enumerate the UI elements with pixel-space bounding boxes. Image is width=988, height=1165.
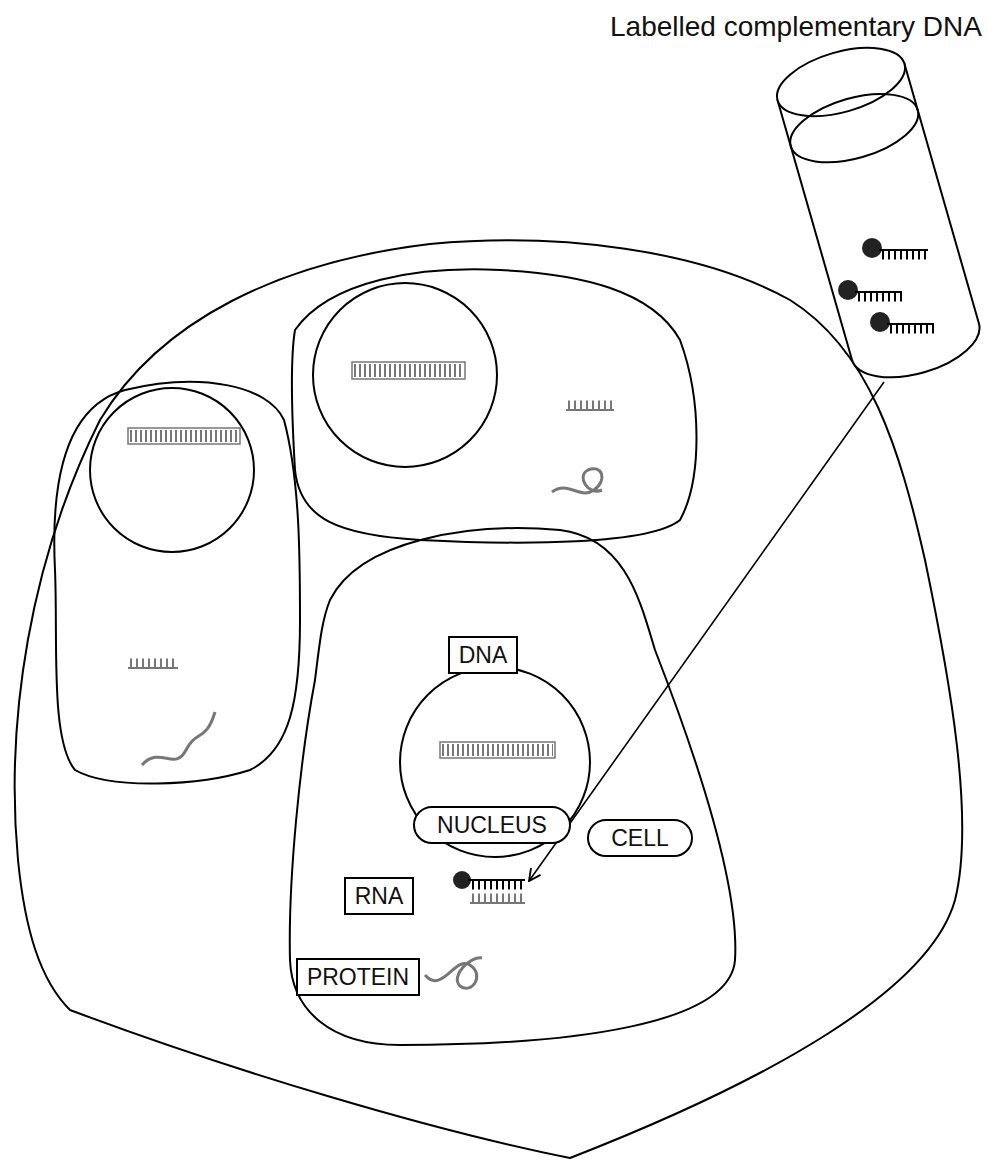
rna-strand [128,663,178,668]
leader-arrow [529,382,884,881]
protein-chain [552,469,602,493]
nucleus-circle [400,667,590,857]
nucleus-circle [90,388,254,552]
compartment-label: NUCLEUS [413,806,571,844]
probe [862,238,928,258]
cell-outline [290,528,736,1045]
label-text: PROTEIN [307,963,409,991]
tissue-outline [15,240,963,1158]
test-tube [769,35,987,391]
probe [870,312,934,332]
probe-label: Labelled complementary DNA [610,10,982,44]
nucleus-circle [313,283,497,467]
label-text: NUCLEUS [437,811,547,839]
probe [838,280,902,300]
protein-chain [425,958,482,988]
molecule-label: PROTEIN [296,958,420,996]
label-text: CELL [611,824,669,852]
probe [453,871,525,889]
cell-outline [292,269,697,542]
molecule-label: RNA [344,877,415,915]
dna-strand [128,428,240,444]
dna-strand [440,742,555,758]
rna-strand [470,898,525,903]
label-text: RNA [355,882,404,910]
dna-strand [352,362,465,379]
cell-outline [54,382,300,784]
compartment-label: CELL [587,819,693,857]
label-text: DNA [459,641,508,669]
structure-label: DNA [448,636,519,674]
rna-strand [566,405,614,410]
protein-chain [142,712,215,765]
